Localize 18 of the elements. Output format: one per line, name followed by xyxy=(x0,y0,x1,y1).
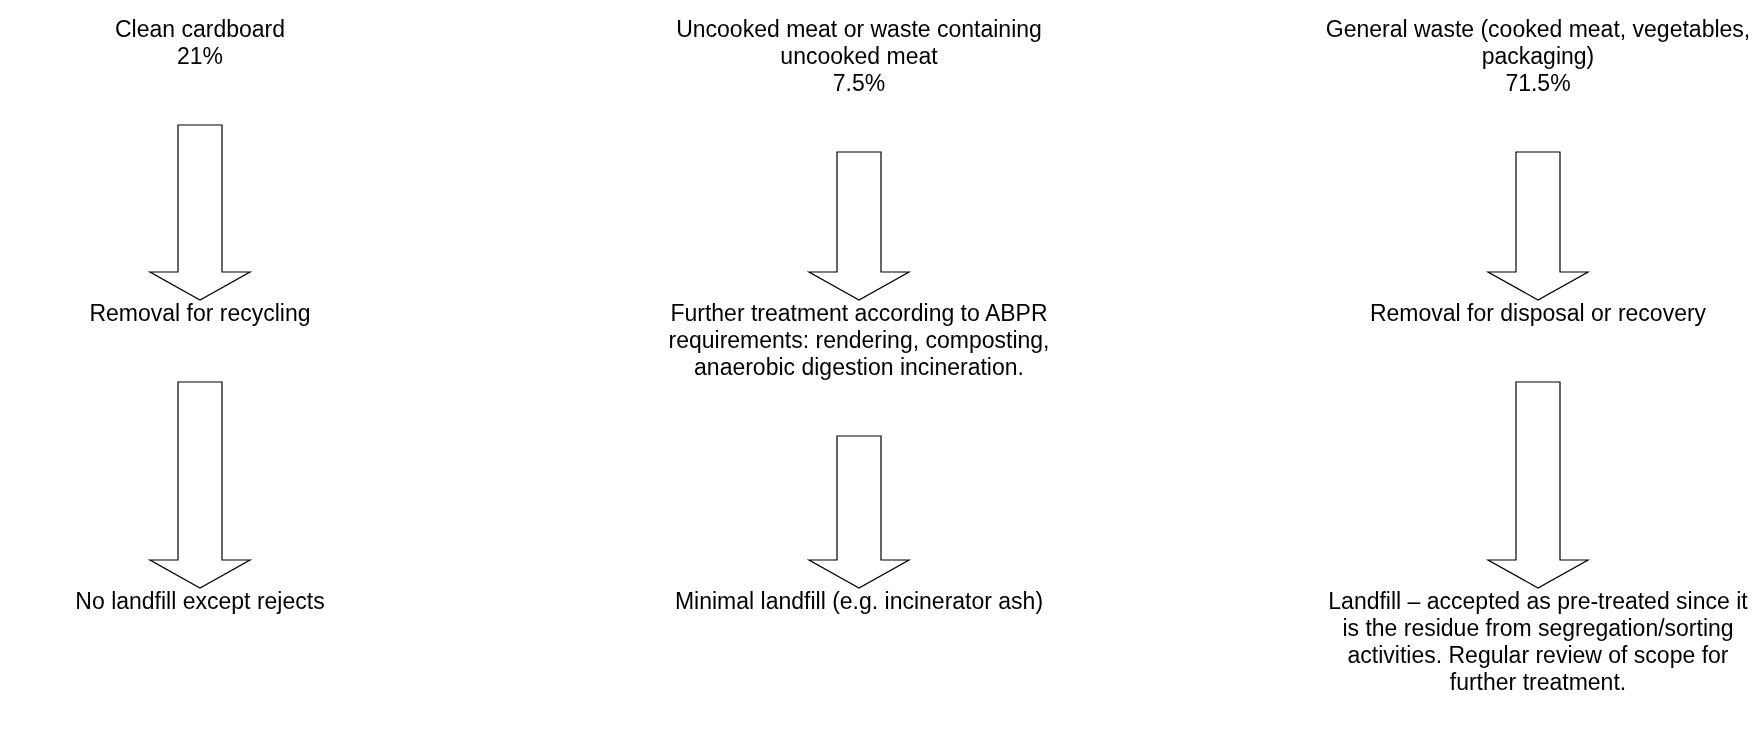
block-arrow xyxy=(1485,381,1591,589)
block-arrow xyxy=(147,381,253,589)
node-text: Further treatment according to ABPR requirements: rendering, composting, anaerobic digestion incineration. xyxy=(667,300,1051,381)
node-text: Minimal landfill (e.g. incinerator ash) xyxy=(674,588,1044,615)
node-text: Landfill – accepted as pre-treated since it is the residue from segregation/sorting activities. Regular review of scope for further treatment. xyxy=(1327,588,1749,696)
node-text: Uncooked meat or waste containing uncooked meat xyxy=(675,16,1043,70)
block-arrow xyxy=(806,435,912,589)
block-arrow xyxy=(806,151,912,301)
node-text: 71.5% xyxy=(1505,70,1571,97)
block-arrow xyxy=(147,124,253,301)
node-text: General waste (cooked meat, vegetables, packaging) xyxy=(1324,16,1752,70)
block-arrow xyxy=(1485,151,1591,301)
node-text: 21% xyxy=(176,43,223,70)
node-text: No landfill except rejects xyxy=(75,588,325,615)
node-text: Removal for disposal or recovery xyxy=(1369,300,1707,327)
node-text: 7.5% xyxy=(832,70,886,97)
node-text: Removal for recycling xyxy=(89,300,311,327)
node-text: Clean cardboard xyxy=(114,16,286,43)
